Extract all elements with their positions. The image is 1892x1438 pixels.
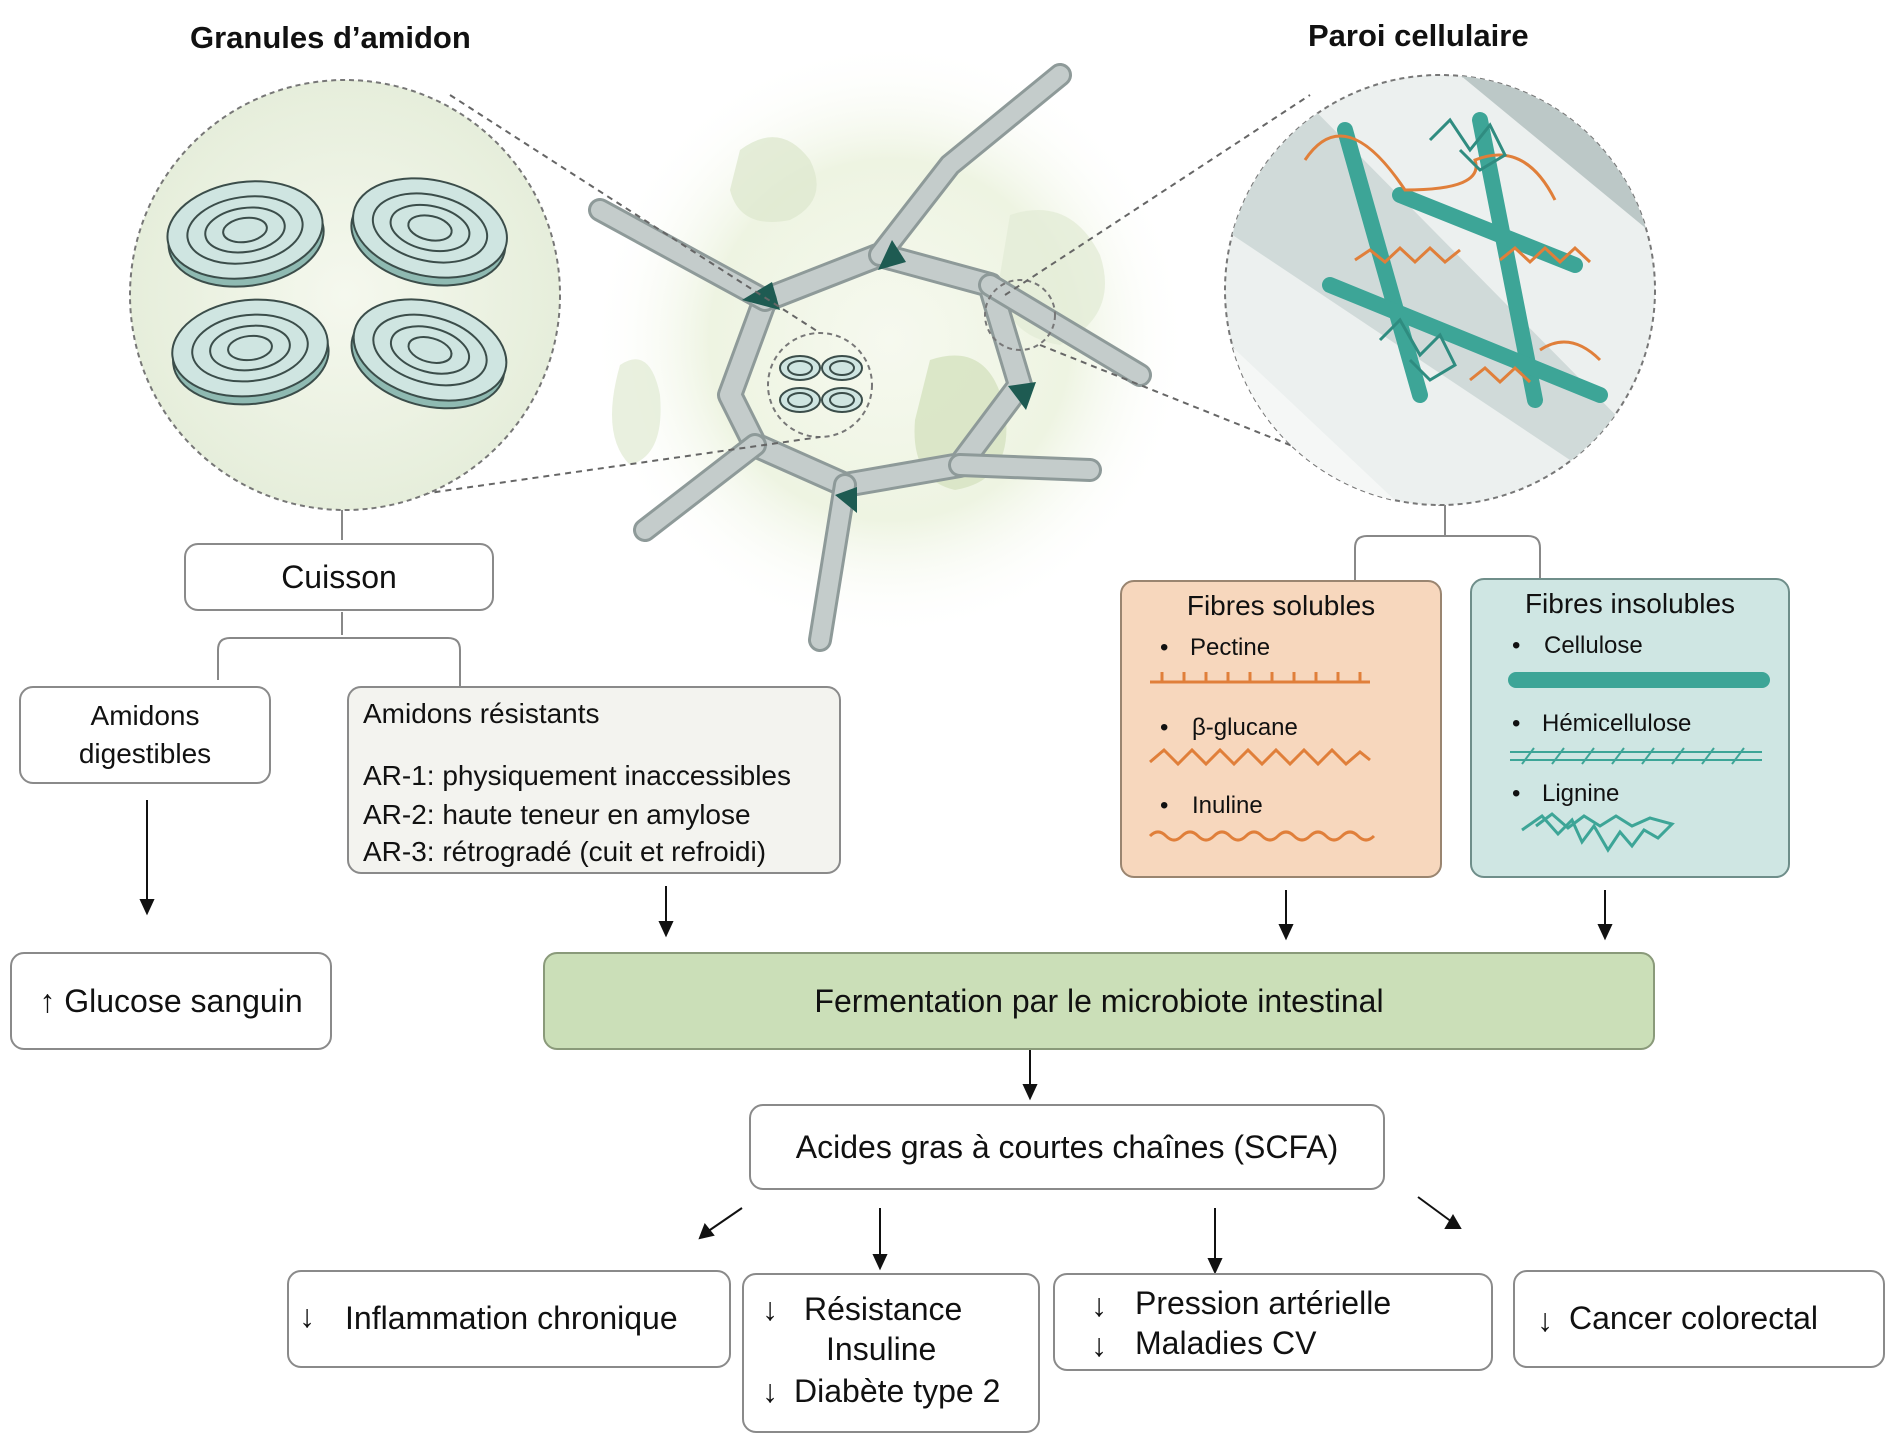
wall-junction — [1008, 382, 1036, 410]
hemicellulose-label: Hémicellulose — [1542, 710, 1692, 737]
resistant-item: AR-2: haute teneur en amylose — [363, 799, 751, 830]
resistant-starch-box: Amidons résistants AR-1: physiquement in… — [347, 686, 841, 874]
cell-wall-title: Paroi cellulaire — [1308, 18, 1529, 53]
insoluble-fiber-icons — [1508, 672, 1770, 853]
lignin-icon — [1521, 812, 1675, 853]
wall-junction — [742, 282, 780, 310]
cellulose-rods — [1322, 112, 1608, 408]
cellulose-label: Cellulose — [1544, 632, 1643, 659]
digestible-line-1: Amidons — [90, 700, 200, 731]
cv-disease-label: Maladies CV — [1135, 1325, 1317, 1361]
flow-arrows — [139, 800, 1613, 1275]
cooking-box: Cuisson — [184, 543, 494, 611]
insulin-label: Insuline — [826, 1331, 937, 1367]
inflammation-label: Inflammation chronique — [345, 1300, 678, 1336]
resistant-item: AR-3: rétrogradé (cuit et refroidi) — [363, 836, 767, 867]
wall-inset — [984, 279, 1056, 351]
organelle-shape — [730, 137, 817, 222]
wall-junction — [835, 487, 857, 513]
lignin-squiggles — [1378, 117, 1507, 382]
inulin-label: Inuline — [1192, 792, 1263, 819]
wall-band — [1225, 75, 1655, 505]
wall-junction — [878, 240, 906, 270]
resistant-item: AR-1: physiquement inaccessibles — [363, 760, 791, 791]
down-arrow-icon: ↓ — [1537, 1302, 1553, 1338]
soluble-fiber-icons — [1148, 672, 1376, 842]
soluble-title: Fibres solubles — [1186, 590, 1376, 621]
blood-glucose-box: ↑ Glucose sanguin — [10, 952, 332, 1050]
bullet: • — [1160, 634, 1169, 661]
insoluble-fiber-box: Fibres insolubles • Cellulose • Hémicell… — [1470, 578, 1790, 878]
blood-pressure-label: Pression artérielle — [1135, 1285, 1392, 1321]
digestible-starch-box: Amidons digestibles — [19, 686, 271, 784]
bullet: • — [1512, 710, 1521, 737]
pectin-chains — [1303, 134, 1602, 385]
diabetes-label: Diabète type 2 — [794, 1373, 1001, 1409]
inulin-icon — [1148, 830, 1376, 842]
inflammation-box: ↓ Inflammation chronique — [287, 1270, 731, 1368]
starch-zoom-circle — [129, 79, 561, 511]
digestible-line-2: digestibles — [78, 738, 212, 769]
resistance-label: Résistance — [804, 1291, 963, 1327]
bullet: • — [1512, 632, 1521, 659]
bullet: • — [1512, 780, 1521, 807]
cell-wall-network — [588, 63, 1152, 652]
down-arrow-icon: ↓ — [1091, 1287, 1107, 1323]
down-arrow-icon: ↓ — [299, 1298, 315, 1334]
blood-pressure-box: ↓ Pression artérielle ↓ Maladies CV — [1053, 1273, 1493, 1371]
down-arrow-icon: ↓ — [762, 1373, 778, 1409]
lignin-label: Lignine — [1542, 780, 1620, 807]
bullet: • — [1160, 714, 1169, 741]
connector-lines — [217, 505, 1541, 690]
scfa-box: Acides gras à courtes chaînes (SCFA) — [749, 1104, 1385, 1190]
mini-granules — [779, 355, 863, 413]
bullet: • — [1160, 792, 1169, 819]
beta-glucan-icon — [1149, 747, 1371, 767]
insoluble-title: Fibres insolubles — [1524, 588, 1736, 619]
zoom-lines — [379, 94, 1441, 506]
down-arrow-icon: ↓ — [1091, 1327, 1107, 1363]
colorectal-cancer-label: Cancer colorectal — [1569, 1300, 1818, 1336]
organelle-shape — [612, 359, 661, 465]
beta-glucan-label: β-glucane — [1192, 714, 1298, 741]
starch-granules — [166, 177, 508, 410]
pectin-label: Pectine — [1190, 634, 1271, 661]
fermentation-box: Fermentation par le microbiote intestina… — [543, 952, 1655, 1050]
resistant-title: Amidons résistants — [363, 698, 600, 729]
soluble-fiber-box: Fibres solubles • Pectine • β-glucane • … — [1120, 580, 1442, 878]
down-arrow-icon: ↓ — [762, 1291, 778, 1327]
starch-title: Granules d’amidon — [190, 20, 471, 55]
colorectal-cancer-box: ↓ Cancer colorectal — [1513, 1270, 1885, 1368]
hemicellulose-icon — [1510, 747, 1762, 765]
insulin-resistance-box: ↓ Résistance Insuline ↓ Diabète type 2 — [742, 1273, 1040, 1433]
